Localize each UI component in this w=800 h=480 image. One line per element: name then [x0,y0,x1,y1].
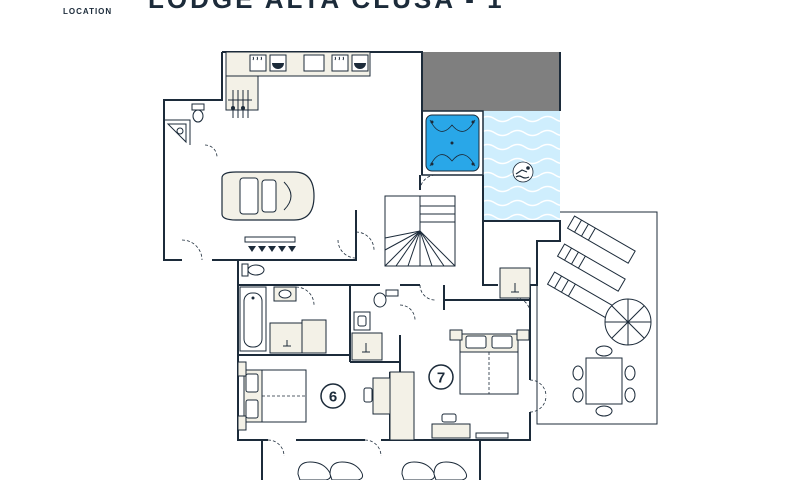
ski-boot-rack [244,236,296,252]
toilet-icon [191,103,205,123]
location-label[interactable]: LOCATION [63,7,113,16]
parasol-icon [604,298,652,346]
grey-terrace [422,52,560,111]
sink-icon [303,54,325,72]
dining-table-icon [572,345,636,417]
walls [163,51,561,480]
bedroom-7 [389,329,547,441]
sink-icon [353,311,371,331]
entrance-wc [164,103,218,158]
shower-icon [351,332,383,361]
sun-lounger-icon [566,215,636,264]
hot-tub [421,110,484,176]
sink-icon [273,286,297,302]
hob-icon [331,54,349,72]
sink-icon [499,267,531,299]
bedroom-6 [237,361,391,457]
oven-icon [351,54,369,72]
coat-rack [228,90,252,118]
room-label-6: 6 [320,383,346,409]
bed-icon [243,369,307,423]
lodge-title: LODGE ALTA CLUSA - 1 [148,0,505,15]
bathroom-central [351,284,436,361]
toilet-icon [373,289,399,308]
toilet-icon [241,263,265,277]
sink-icon [269,322,303,354]
staircase-icon [384,195,456,267]
room-label-7: 7 [428,364,454,390]
bathroom-room-6 [239,263,327,354]
bathtub-icon [239,286,267,352]
balcony-furniture [297,461,468,480]
hob-icon [249,54,267,72]
car-icon [221,171,315,221]
desk [363,377,391,415]
room-number-6: 6 [329,389,337,406]
kitchen [225,51,371,118]
swimmer-icon [512,161,534,183]
desk [431,413,471,439]
room-number-7: 7 [437,370,445,387]
dining-terrace [536,211,658,425]
oven-icon [269,54,287,72]
bed-icon [459,333,519,395]
sun-lounger-icon [556,243,626,292]
